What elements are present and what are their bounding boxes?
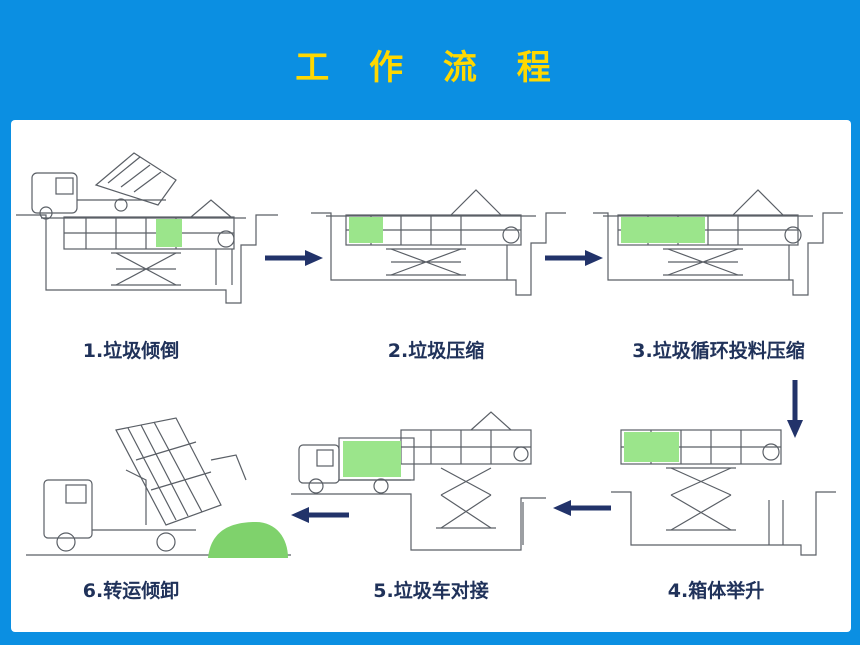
step-6-illustration [26, 410, 291, 565]
right-arrow-icon [545, 250, 603, 266]
step-2-illustration [311, 175, 571, 305]
page-title: 工 作 流 程 [295, 48, 565, 88]
right-arrow-icon [265, 250, 323, 266]
step-3-label: 3.垃圾循环投料压缩 [632, 340, 805, 362]
step-3-illustration [593, 175, 848, 305]
step-5-illustration [291, 410, 556, 560]
step-4-illustration [611, 420, 846, 560]
step-2-label: 2.垃圾压缩 [387, 340, 485, 362]
step-1-illustration [16, 145, 286, 305]
down-arrow-icon [787, 380, 803, 438]
step-4-label: 4.箱体举升 [667, 580, 765, 602]
workflow-panel: 1.垃圾倾倒 2.垃圾压缩 3.垃圾循环投料压缩 [11, 120, 851, 632]
step-1-label: 1.垃圾倾倒 [82, 340, 180, 362]
step-6-label: 6.转运倾卸 [82, 580, 180, 602]
left-arrow-icon [553, 500, 611, 516]
left-arrow-icon [291, 507, 349, 523]
step-5-label: 5.垃圾车对接 [373, 580, 489, 602]
